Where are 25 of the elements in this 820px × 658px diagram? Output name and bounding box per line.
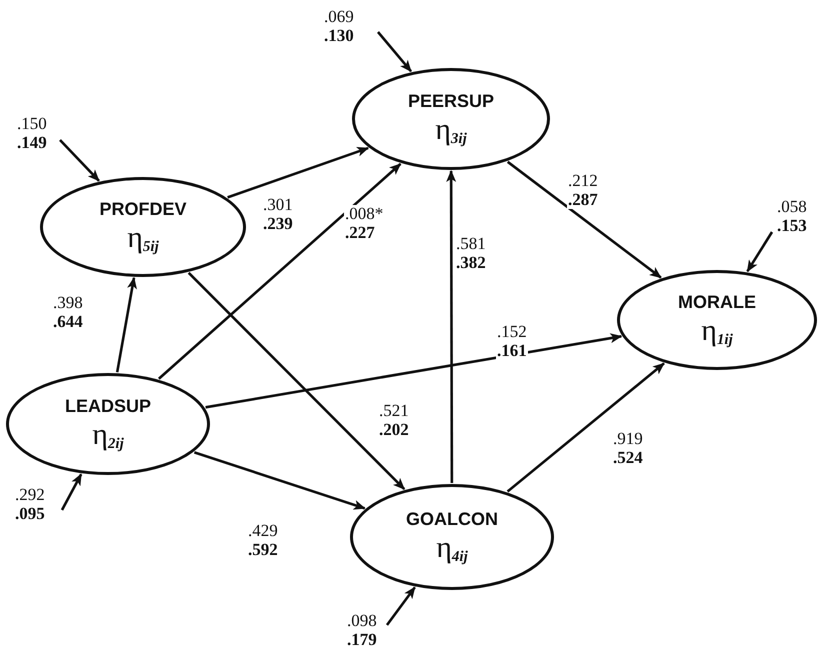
variable-symbol: η$_{2ij}$ <box>92 418 124 452</box>
arrow <box>205 333 622 409</box>
arrow <box>746 231 774 272</box>
arrow <box>446 170 456 483</box>
variable-symbol: η$_{1ij}$ <box>701 314 733 348</box>
arrow <box>377 31 412 72</box>
variable-name: PROFDEV <box>99 198 186 221</box>
arrow <box>194 451 366 510</box>
arrow <box>59 139 100 182</box>
variable-name: GOALCON <box>406 508 498 531</box>
variable-name: LEADSUP <box>64 396 151 418</box>
arrow <box>116 276 137 372</box>
variable-name: PEERSUP <box>408 90 494 113</box>
arrow <box>506 160 662 279</box>
variable-symbol: η$_{4ij}$ <box>436 530 468 566</box>
variable-name: MORALE <box>678 292 756 314</box>
arrow <box>158 162 402 380</box>
edge-label: .212 .287 <box>567 172 599 210</box>
arrow <box>506 362 665 493</box>
arrow <box>227 146 370 199</box>
variable-symbol: η$_{3ij}$ <box>435 112 467 148</box>
edge-label: .152 .161 <box>496 323 528 360</box>
arrow <box>188 272 406 490</box>
arrow <box>60 473 82 511</box>
variable-symbol: η$_{5ij}$ <box>127 220 159 256</box>
